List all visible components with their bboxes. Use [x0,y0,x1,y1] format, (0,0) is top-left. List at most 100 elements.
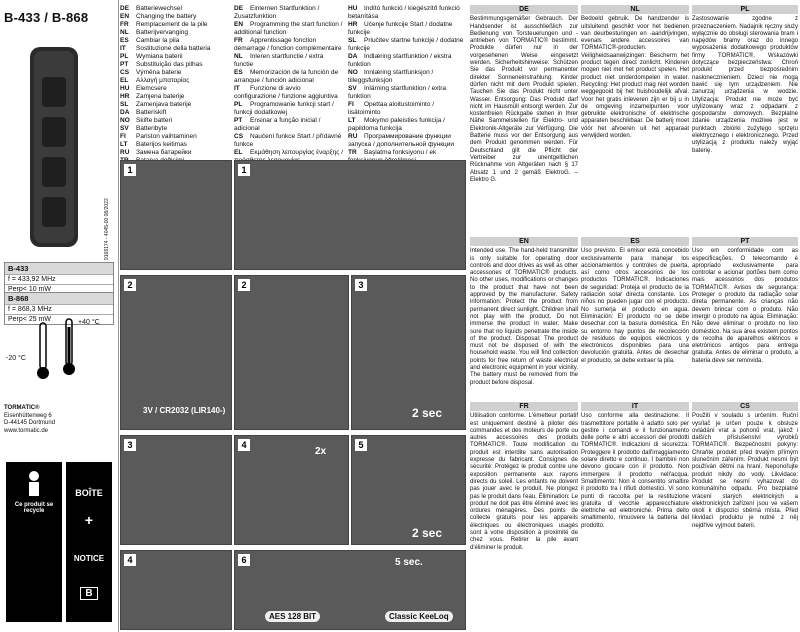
lang-body: Uso em conformidade com as especificaçõe… [692,248,798,364]
temperature-range: +40 °C -20 °C [4,315,112,385]
text-en: EN Intended use. The hand-held transmitt… [470,237,578,397]
bin-label: B [80,587,98,600]
document-code: 9168174 - 4045-00 08/2022 [104,198,110,260]
language-text: Učenje funkcije Start / dodatne funkcije [348,21,453,36]
language-code: DE [120,5,130,12]
address-city: D-44145 Dortmund [4,420,56,426]
box-label: BOÎTE [75,488,103,498]
language-text: Программирование функции запуска / допол… [348,133,455,148]
language-text: Ensinar a função inicial / adicional [234,117,321,132]
lang-header: EN [470,237,578,247]
language-text: Wymiana baterii [136,53,183,60]
recycling-info: Ce produit se recycle BOÎTE + NOTICE B [0,460,118,632]
language-code: SV [348,85,357,92]
language-text: Remplacement de la pile [136,21,208,28]
press-count-label: 2x [315,446,327,457]
lang-header: PT [692,237,798,247]
language-text: Cambiar la pila [136,37,180,44]
spec-frequency: f = 433,92 MHz [5,274,113,284]
address-street: Eisenhüttenweg 6 [4,412,52,419]
thermometer-icon [37,318,75,379]
notice-label: NOTICE [73,554,105,563]
language-text: Batteriskift [136,109,167,116]
text-cs: CS Použití v souladu s určením. Ruční vy… [692,402,798,628]
language-code: PL [234,101,243,108]
prog-3-panel: 3 2 sec [351,275,466,430]
language-text: Mokymo paleisties funkcija / papildoma f… [348,117,445,132]
language-code: EN [120,13,130,20]
language-text: Замена батарейки [136,149,192,156]
triman-icon [29,471,39,496]
language-code: EL [120,77,129,84]
spec-box-b433: B-433 f = 433,92 MHz Perp< 10 mW [4,262,114,295]
language-code: IT [234,85,240,92]
triman-text: Ce produit se recycle [14,502,54,514]
plus-label: + [84,512,94,528]
temp-max: +40 °C [78,319,100,326]
language-code: LT [120,141,128,148]
language-text: Substituição das pilhas [136,61,203,68]
prog-4-panel: 4 2x [234,435,349,545]
temp-min: -20 °C [6,355,26,362]
keeloq-label: Classic KeeLoq [385,611,453,622]
language-text: Sostituzione della batteria [136,45,211,52]
language-code: FI [120,133,126,140]
text-pl: PL Zastosowanie zgodne z przeznaczeniem.… [692,5,798,230]
battery-type: 3V / CR2032 (LIR140-) [143,406,226,415]
language-text: Apprentissage fonction démarrage / fonct… [234,37,342,52]
language-entry: IT Sostituzione della batteria [120,45,228,53]
spec-model: B-433 [5,263,113,274]
lang-header: ES [581,237,689,247]
language-code: IT [120,45,126,52]
language-text: Pariston vaihtaminen [136,133,197,140]
language-code: ES [234,69,243,76]
prog-5-panel: 5 2 sec [351,435,466,545]
hold-time-label: 2 sec [412,406,443,420]
language-text: Zamenjava baterije [136,101,192,108]
language-code: DE [234,5,244,12]
sorting-box: BOÎTE + NOTICE B [66,462,112,622]
language-text: Opettaa aloitustoiminto / lisätoiminto [348,101,435,116]
language-code: LT [348,117,356,124]
prog-6-panel: 6 5 sec. AES 128 BIT Classic KeeLoq [234,550,466,630]
language-text: Indlæring startfunktion / ekstra funktio… [348,53,452,68]
prog-2-panel: 2 [234,275,349,430]
language-text: Baterijos keitimas [136,141,187,148]
company-website: www.tormatic.de [4,427,49,434]
language-text: Indító funkció / kiegészítő funkció beta… [348,5,460,20]
language-code: EL [234,149,243,156]
language-code: NL [234,53,243,60]
lang-header: PL [692,5,798,15]
lang-body: Použití v souladu s určením. Ruční vysíl… [692,413,798,529]
language-code: HU [120,85,130,92]
lang-body: Uso previsto. El emisor está concebido e… [581,248,689,364]
lang-body: Utilisation conforme. L'émetteur portati… [470,413,578,551]
language-code: FI [348,101,354,108]
language-text: Einlernen Startfunktion / Zusatzfunktion [234,5,320,20]
